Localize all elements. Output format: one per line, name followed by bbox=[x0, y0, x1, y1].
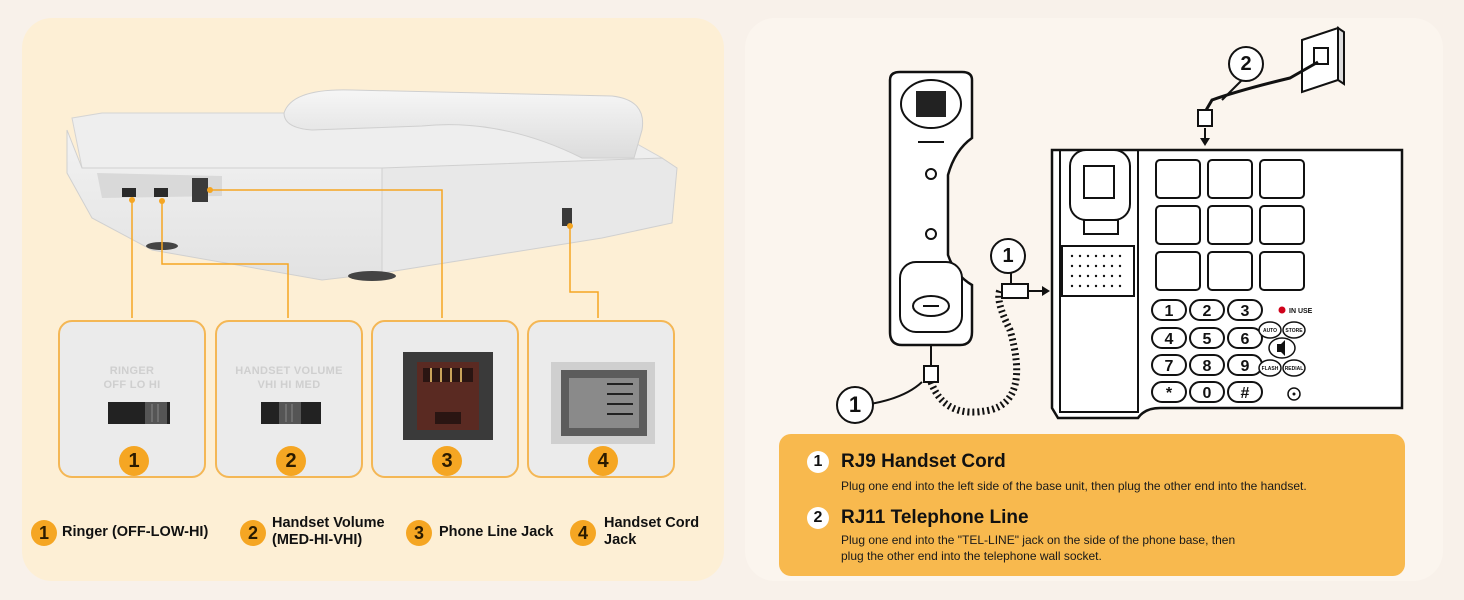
legend-volume-line2: (MED-HI-VHI) bbox=[272, 532, 363, 548]
legend-volume-line1: Handset Volume bbox=[272, 515, 385, 531]
rj11-jack-icon bbox=[403, 352, 493, 440]
in-use-label: IN USE bbox=[1289, 308, 1313, 315]
info-title-rj9: RJ9 Handset Cord bbox=[841, 451, 1006, 472]
flash-key-label: FLASH bbox=[1262, 366, 1279, 372]
callout-1-cord: 1 bbox=[990, 238, 1026, 274]
info-desc-rj11-line2: plug the other end into the telephone wa… bbox=[841, 549, 1102, 563]
key-4: 4 bbox=[1165, 331, 1174, 348]
key-hash: # bbox=[1241, 385, 1250, 402]
slide-switch-icon bbox=[261, 402, 321, 424]
legend-ringer: Ringer (OFF-LOW-HI) bbox=[62, 524, 209, 540]
key-1: 1 bbox=[1165, 303, 1174, 320]
info-desc-rj9: Plug one end into the left side of the b… bbox=[841, 479, 1307, 493]
rj9-plug-handset-icon bbox=[923, 365, 939, 383]
key-9: 9 bbox=[1241, 358, 1250, 375]
handset-cord-jack-closeup: 4 bbox=[527, 320, 675, 478]
earpiece-grille-icon bbox=[916, 91, 946, 117]
callout-1-handset: 1 bbox=[836, 386, 874, 424]
connection-diagram: 1 2 3 4 5 6 7 8 9 * 0 # IN USE bbox=[869, 26, 1404, 420]
volume-print-positions: VHI HI MED bbox=[257, 379, 321, 391]
badge-4: 4 bbox=[588, 446, 618, 476]
phone-side-view bbox=[66, 89, 678, 318]
key-5: 5 bbox=[1203, 331, 1212, 348]
phone-base-icon: 1 2 3 4 5 6 7 8 9 * 0 # IN USE bbox=[1050, 148, 1404, 420]
speaker-volume-icon bbox=[1277, 340, 1285, 356]
redial-key-label: REDIAL bbox=[1285, 366, 1304, 372]
rj11-plug-icon bbox=[1197, 109, 1213, 127]
store-key-label: STORE bbox=[1285, 328, 1303, 334]
info-number-2: 2 bbox=[807, 507, 829, 529]
instructions-box: 1 RJ9 Handset Cord Plug one end into the… bbox=[779, 434, 1405, 576]
badge-1: 1 bbox=[119, 446, 149, 476]
volume-print-label: HANDSET VOLUME bbox=[235, 365, 343, 377]
legend-line-jack: Phone Line Jack bbox=[439, 524, 554, 540]
in-use-led-icon bbox=[1278, 306, 1286, 314]
badge-3: 3 bbox=[432, 446, 462, 476]
key-0: 0 bbox=[1203, 385, 1212, 402]
info-desc-rj11-line1: Plug one end into the "TEL-LINE" jack on… bbox=[841, 533, 1236, 547]
key-2: 2 bbox=[1203, 303, 1212, 320]
volume-switch-closeup: HANDSET VOLUME VHI HI MED 2 bbox=[215, 320, 363, 478]
callout-2-line: 2 bbox=[1228, 46, 1264, 82]
legend-badge-3: 3 bbox=[406, 520, 432, 546]
wall-socket-icon bbox=[1301, 26, 1345, 94]
legend-badge-1: 1 bbox=[31, 520, 57, 546]
info-title-rj11: RJ11 Telephone Line bbox=[841, 507, 1029, 528]
handset-icon bbox=[888, 70, 974, 347]
auto-key-label: AUTO bbox=[1263, 328, 1277, 334]
slide-switch-icon bbox=[108, 402, 170, 424]
legend-badge-4: 4 bbox=[570, 520, 596, 546]
key-6: 6 bbox=[1241, 331, 1250, 348]
ringer-print-label: RINGER bbox=[109, 365, 155, 377]
phone-line-jack-closeup: 3 bbox=[371, 320, 519, 478]
legend-cord-jack-line2: Jack bbox=[604, 532, 637, 548]
key-star: * bbox=[1166, 385, 1173, 402]
rj9-jack-icon bbox=[551, 362, 655, 444]
badge-2: 2 bbox=[276, 446, 306, 476]
key-3: 3 bbox=[1241, 303, 1250, 320]
key-7: 7 bbox=[1165, 358, 1174, 375]
key-8: 8 bbox=[1203, 358, 1212, 375]
ringer-print-positions: OFF LO HI bbox=[103, 379, 161, 391]
ringer-switch-closeup: RINGER OFF LO HI 1 bbox=[58, 320, 206, 478]
rj9-plug-base-icon bbox=[1001, 283, 1029, 299]
legend-badge-2: 2 bbox=[240, 520, 266, 546]
info-number-1: 1 bbox=[807, 451, 829, 473]
legend-cord-jack-line1: Handset Cord bbox=[604, 515, 700, 531]
